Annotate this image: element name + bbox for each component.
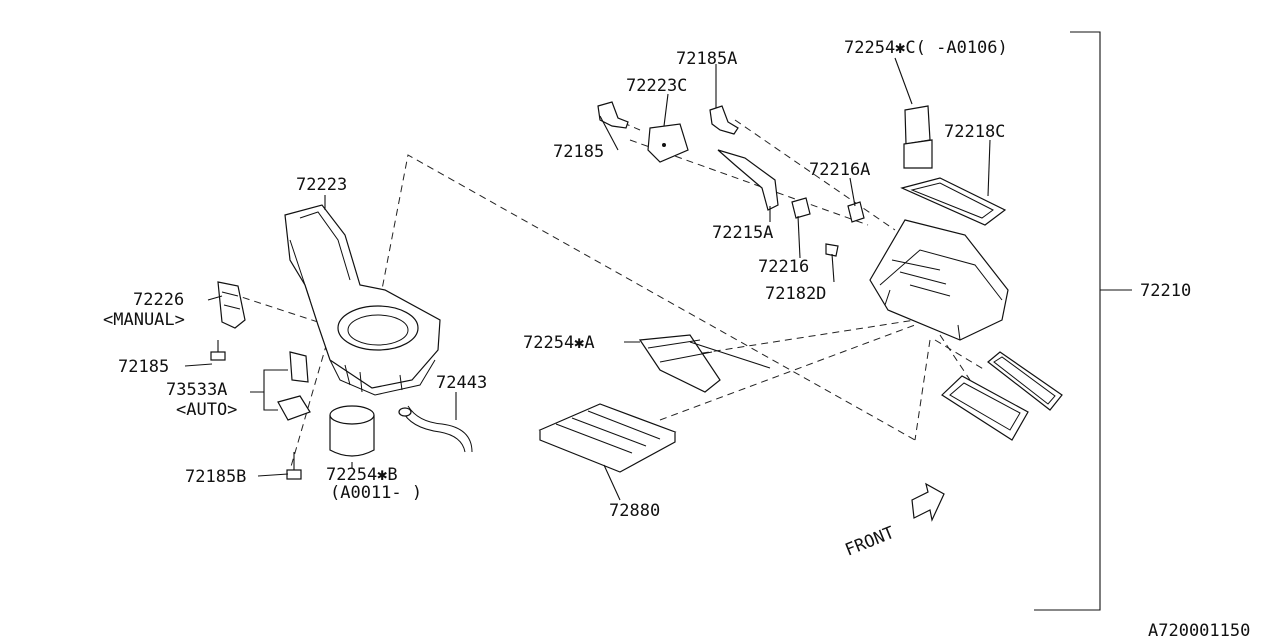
label-72226-note: <MANUAL> <box>103 310 185 330</box>
label-72226: 72226 <box>133 290 184 310</box>
label-72880: 72880 <box>609 501 660 521</box>
clip-72182D <box>825 243 839 257</box>
drain-hose-72443 <box>398 405 473 453</box>
vent-duct-right <box>987 351 1063 411</box>
link-72215A <box>717 149 779 211</box>
assembly-bracket-72210 <box>1034 31 1132 611</box>
link-72216A <box>847 201 865 223</box>
resistor-bracket-72226 <box>217 281 246 329</box>
heater-unit-72210 <box>869 219 1009 341</box>
label-72185A: 72185A <box>676 49 737 69</box>
label-72254C: 72254✱C( -A0106) <box>844 38 1008 58</box>
label-front: FRONT <box>842 523 897 561</box>
duct-72254C <box>903 105 933 169</box>
screw-72185B <box>286 452 302 480</box>
label-72254B: 72254✱B <box>326 465 398 485</box>
label-72185-top: 72185 <box>553 142 604 162</box>
label-73533A: 73533A <box>166 380 227 400</box>
diagram-id: A720001150 <box>1148 621 1250 640</box>
filter-cover-72254A <box>638 334 721 393</box>
label-72223C: 72223C <box>626 76 687 96</box>
link-72216 <box>791 197 811 219</box>
label-72185-left: 72185 <box>118 357 169 377</box>
label-72254B-note: (A0011- ) <box>330 483 422 503</box>
actuator-72223C <box>647 123 689 163</box>
power-transistor-73533A <box>277 351 311 421</box>
blower-motor-72254B <box>329 405 375 457</box>
label-72218C: 72218C <box>944 122 1005 142</box>
label-72215A: 72215A <box>712 223 773 243</box>
label-72216A: 72216A <box>809 160 870 180</box>
part-labels: 72185A 72223C 72185 72254✱C( -A0106) 722… <box>103 38 1250 640</box>
label-72254A: 72254✱A <box>523 333 595 353</box>
screw-72185A <box>709 105 739 135</box>
label-72182D: 72182D <box>765 284 826 304</box>
label-72443: 72443 <box>436 373 487 393</box>
leader-lines <box>184 57 991 501</box>
label-72216: 72216 <box>758 257 809 277</box>
air-filter-72880 <box>538 403 677 473</box>
label-72223: 72223 <box>296 175 347 195</box>
screw-72185-left <box>210 340 226 361</box>
front-arrow-icon <box>911 482 945 522</box>
vent-duct-left <box>941 375 1029 441</box>
label-73533A-note: <AUTO> <box>176 400 237 420</box>
blower-housing-72223 <box>284 204 441 396</box>
label-72185B: 72185B <box>185 467 246 487</box>
label-72210: 72210 <box>1140 281 1191 301</box>
gasket-72218C <box>900 177 1007 226</box>
screw-72185-top <box>597 101 629 129</box>
